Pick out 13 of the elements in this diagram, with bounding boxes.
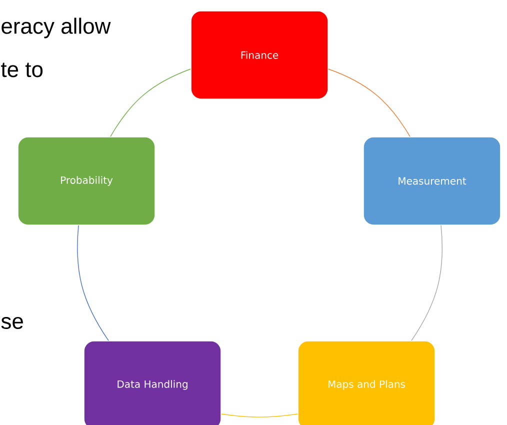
topic-box: Data Handling: [84, 340, 222, 425]
text-fragment: se: [1, 316, 23, 330]
topic-box: Finance: [190, 10, 328, 100]
connector-arc: [411, 225, 443, 341]
connector-arc: [110, 68, 191, 137]
topic-box: Measurement: [363, 136, 501, 226]
connector-arc: [221, 414, 298, 418]
text-fragment: eracy allow: [2, 18, 111, 38]
connector-arc: [77, 225, 109, 341]
text-fragment: te to: [1, 62, 43, 78]
topic-box: Probability: [18, 136, 156, 226]
connector-arc: [328, 68, 410, 137]
topic-box: Maps and Plans: [298, 340, 436, 425]
